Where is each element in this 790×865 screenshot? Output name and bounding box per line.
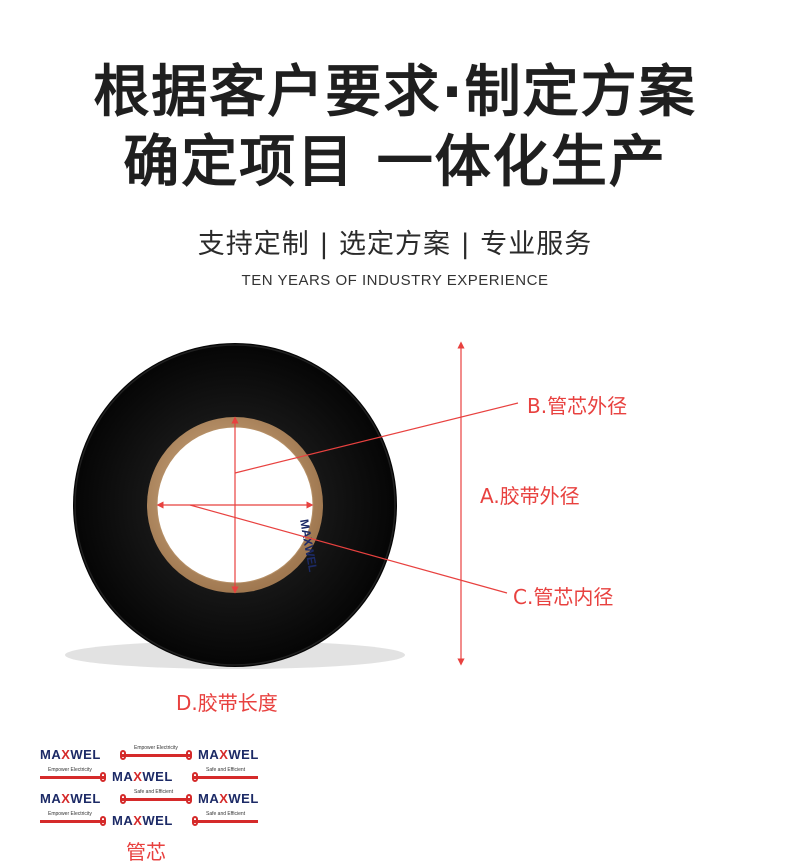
brand-logo: MAXWEL <box>40 746 101 762</box>
label-tape-length: D.胶带长度 <box>176 691 278 715</box>
brand-logo: MAXWEL <box>40 790 101 806</box>
core-pattern-row: MAXWEL Safe and Efficient MAXWEL <box>40 788 258 808</box>
core-pattern-sample: MAXWEL Empower Electricity MAXWEL Empowe… <box>40 742 258 832</box>
subtitle: 支持定制 | 选定方案 | 专业服务 <box>197 229 593 260</box>
brand-logo: MAXWEL <box>112 812 173 828</box>
leader-b <box>234 402 519 474</box>
tape-edge-highlight <box>74 344 396 666</box>
brand-logo: MAXWEL <box>112 768 173 784</box>
headline-line-1: 根据客户要求·制定方案 <box>93 60 697 125</box>
wrench-icon: Empower Electricity <box>40 767 106 783</box>
label-tape-outer-diameter: A.胶带外径 <box>480 484 580 508</box>
label-core-inner-diameter: C.管芯内径 <box>513 585 614 609</box>
wrench-icon: Safe and Efficient <box>192 811 258 827</box>
wrench-icon: Safe and Efficient <box>120 789 192 805</box>
label-core-outer-diameter: B.管芯外径 <box>527 394 628 418</box>
core-pattern-row: Empower Electricity MAXWEL Safe and Effi… <box>40 810 258 830</box>
english-tagline: TEN YEARS OF INDUSTRY EXPERIENCE <box>241 272 549 289</box>
brand-logo: MAXWEL <box>198 746 258 762</box>
wrench-icon: Empower Electricity <box>40 811 106 827</box>
headline-line-2: 确定项目 一体化生产 <box>123 130 667 195</box>
core-pattern-row: MAXWEL Empower Electricity MAXWEL <box>40 744 258 764</box>
wrench-icon: Safe and Efficient <box>192 767 258 783</box>
label-core: 管芯 <box>126 840 166 864</box>
core-pattern-row: Empower Electricity MAXWEL Safe and Effi… <box>40 766 258 786</box>
wrench-icon: Empower Electricity <box>120 745 192 761</box>
brand-logo: MAXWEL <box>198 790 258 806</box>
leader-c <box>189 504 508 594</box>
